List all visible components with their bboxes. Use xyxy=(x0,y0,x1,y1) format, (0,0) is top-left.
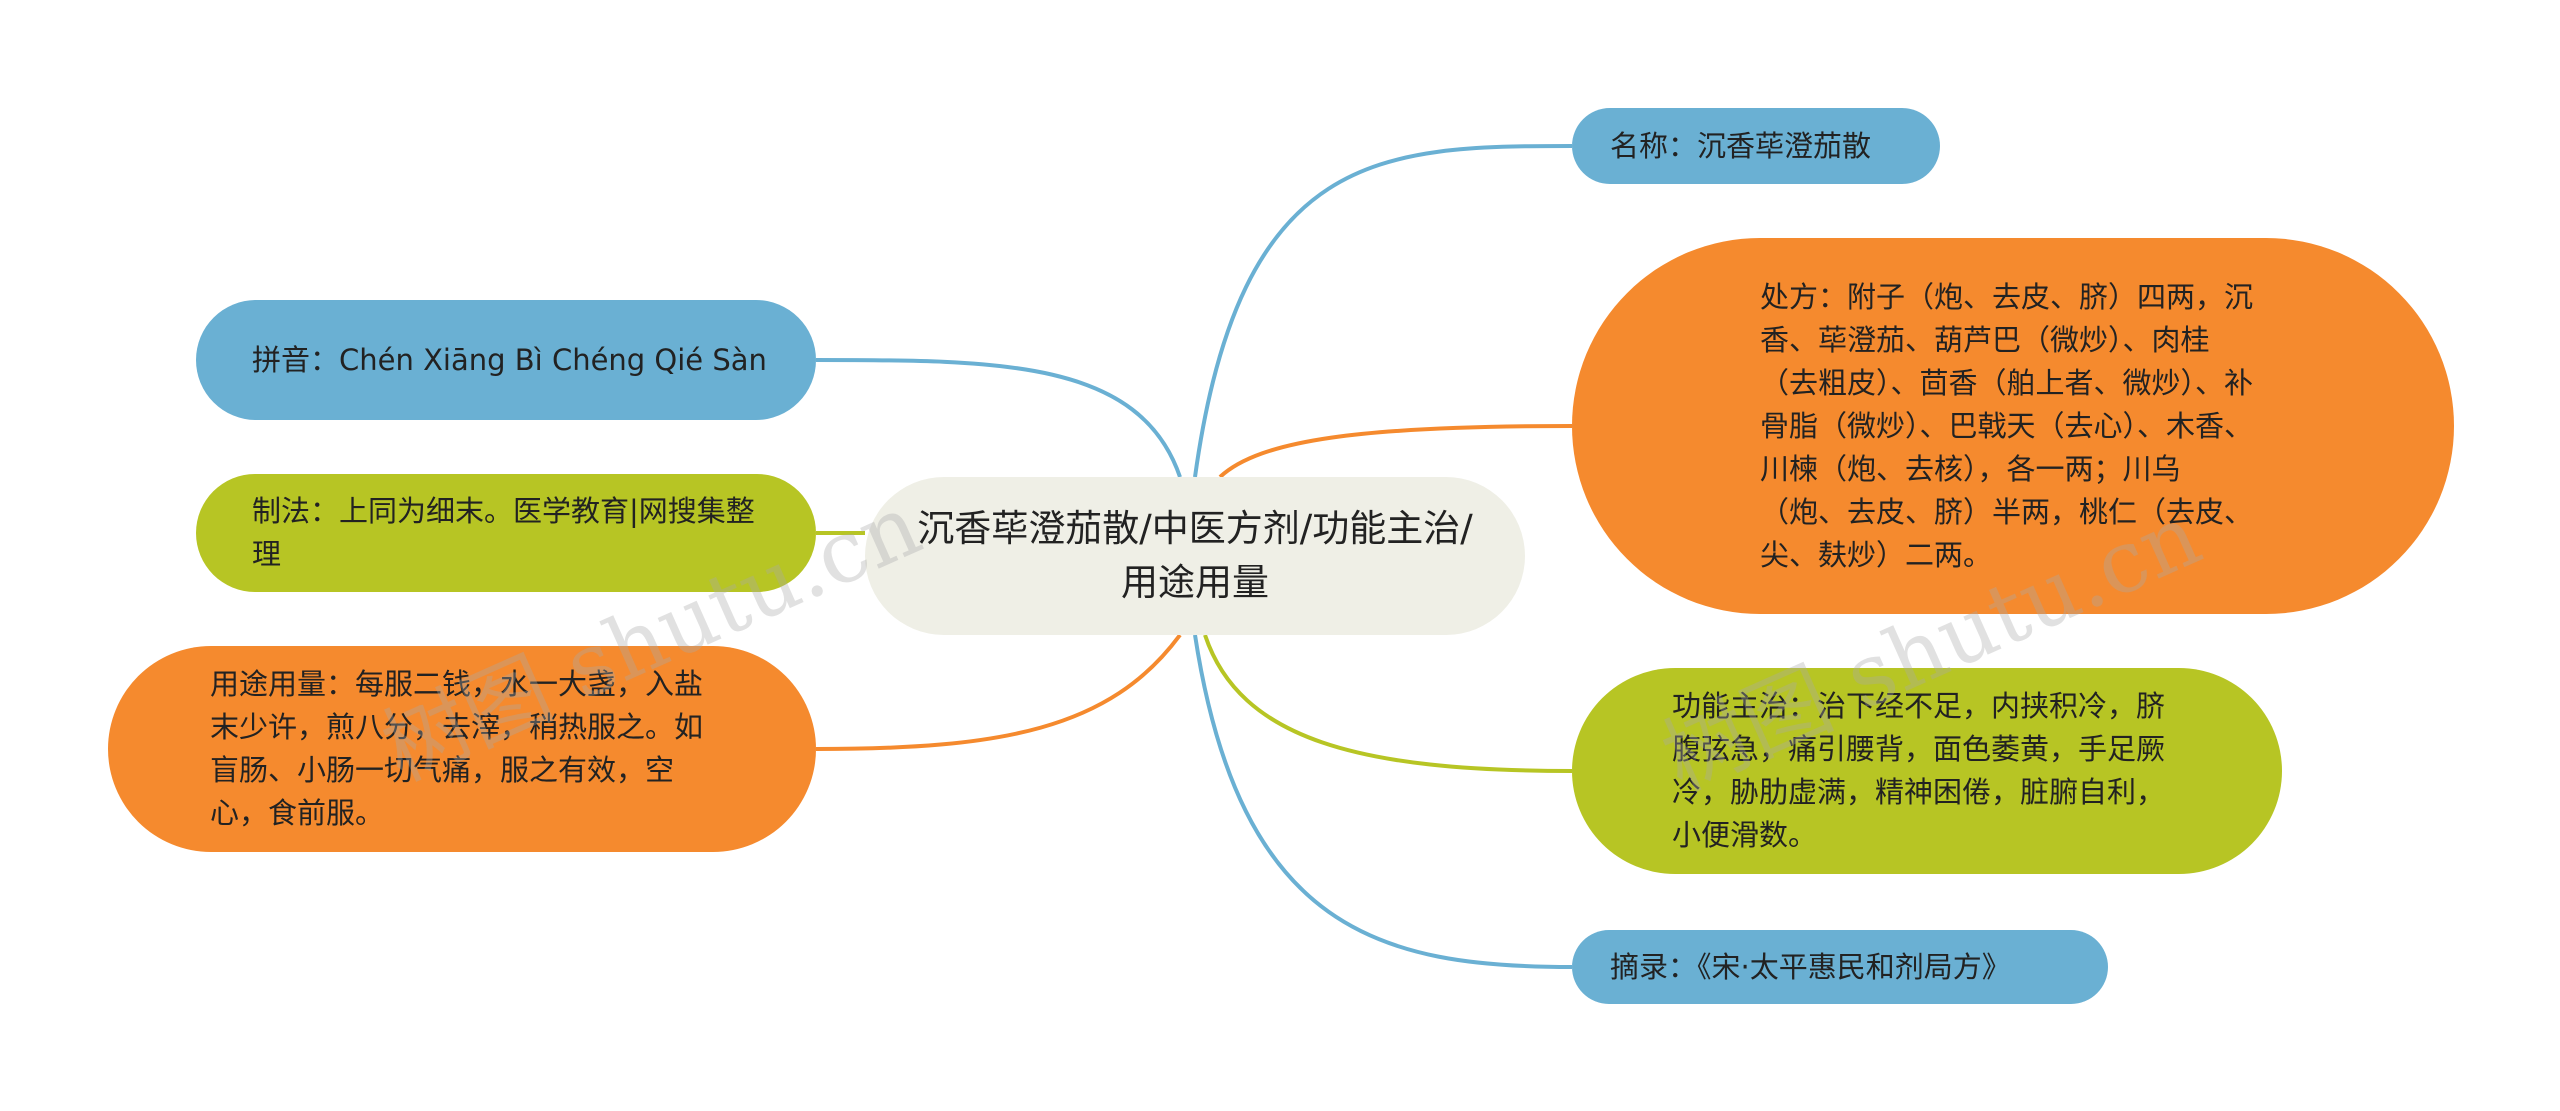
node-usage[interactable]: 用途用量：每服二钱，水一大盏，入盐末少许，煎八分，去滓，稍热服之。如盲肠、小肠一… xyxy=(108,646,816,852)
node-pinyin-label: 拼音：Chén Xiāng Bì Chéng Qié Sàn xyxy=(252,342,767,377)
node-function[interactable]: 功能主治：治下经不足，内挟积冷，脐腹弦急，痛引腰背，面色萎黄，手足厥冷，胁肋虚满… xyxy=(1572,668,2282,874)
node-source-label: 摘录：《宋·太平惠民和剂局方》 xyxy=(1610,949,2011,984)
node-name-label: 名称：沉香荜澄茄散 xyxy=(1610,128,1872,163)
node-recipe[interactable]: 处方：附子（炮、去皮、脐）四两，沉香、荜澄茄、葫芦巴（微炒）、肉桂（去粗皮）、茴… xyxy=(1572,238,2454,614)
link-recipe xyxy=(1218,424,1573,479)
node-function-label: 功能主治：治下经不足，内挟积冷，脐腹弦急，痛引腰背，面色萎黄，手足厥冷，胁肋虚满… xyxy=(1672,689,2166,852)
node-name[interactable]: 名称：沉香荜澄茄散 xyxy=(1572,108,1940,184)
central-topic-label: 沉香荜澄茄散/中医方剂/功能主治/用途用量 xyxy=(917,507,1473,604)
node-pinyin[interactable]: 拼音：Chén Xiāng Bì Chéng Qié Sàn xyxy=(196,300,816,420)
link-usage xyxy=(815,633,1182,751)
node-recipe-label: 处方：附子（炮、去皮、脐）四两，沉香、荜澄茄、葫芦巴（微炒）、肉桂（去粗皮）、茴… xyxy=(1760,279,2254,572)
node-method-label: 制法：上同为细末。医学教育|网搜集整理 xyxy=(252,494,755,571)
node-method[interactable]: 制法：上同为细末。医学教育|网搜集整理 xyxy=(196,474,816,592)
central-topic[interactable]: 沉香荜澄茄散/中医方剂/功能主治/用途用量 xyxy=(865,477,1525,635)
link-function xyxy=(1203,634,1573,773)
link-name xyxy=(1193,144,1573,478)
node-source[interactable]: 摘录：《宋·太平惠民和剂局方》 xyxy=(1572,930,2108,1004)
node-usage-label: 用途用量：每服二钱，水一大盏，入盐末少许，煎八分，去滓，稍热服之。如盲肠、小肠一… xyxy=(210,667,704,830)
link-source xyxy=(1193,634,1573,969)
link-pinyin xyxy=(815,358,1182,478)
